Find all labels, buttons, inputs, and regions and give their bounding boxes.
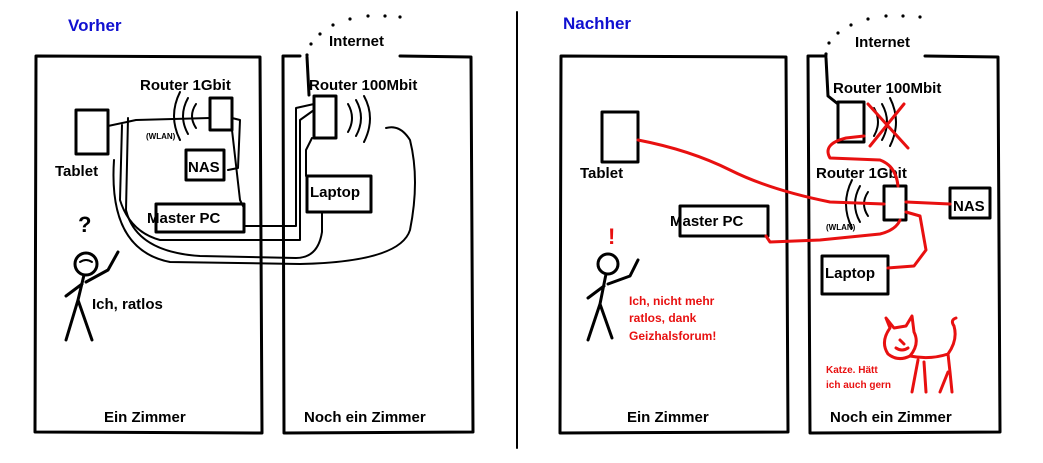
after-cat-line-2: ich auch gern — [826, 380, 891, 391]
after-wifi-crossed-out — [866, 102, 910, 150]
before-internet-label: Internet — [329, 33, 384, 50]
before-wlan-label: (WLAN) — [146, 132, 176, 141]
after-person-line-3: Geizhalsforum! — [629, 329, 716, 343]
before-cable-loop-b — [112, 126, 416, 265]
after-heading: Nachher — [563, 14, 631, 33]
before-cable-pc-router — [243, 103, 315, 227]
after-internet-cable — [824, 56, 840, 106]
after-room-right — [806, 54, 1002, 435]
before-laptop-label: Laptop — [310, 184, 360, 201]
after-wlan-label: (WLAN) — [826, 223, 856, 232]
before-person-label: Ich, ratlos — [92, 296, 163, 313]
before-room-left-label: Ein Zimmer — [104, 409, 186, 426]
after-cable-tablet-router — [636, 138, 886, 206]
after-cable-router-slow-router-fast — [826, 134, 900, 188]
before-cable-loop-c — [125, 117, 323, 259]
before-router-slow — [312, 94, 338, 140]
before-cable-router-nas — [227, 117, 241, 171]
before-router-slow-label: Router 100Mbit — [309, 77, 417, 94]
before-router-fast — [208, 96, 234, 132]
after-router-slow-label: Router 100Mbit — [833, 80, 941, 97]
before-router-slow-wifi-icon — [347, 95, 371, 143]
after-cable-router-laptop — [886, 210, 928, 270]
after-router-slow — [836, 100, 866, 144]
before-cable-tablet-router — [107, 117, 211, 127]
before-heading: Vorher — [68, 16, 122, 35]
after-nas-label: NAS — [953, 198, 985, 215]
before-room-right-label: Noch ein Zimmer — [304, 409, 426, 426]
after-room-left — [558, 54, 790, 435]
after-internet-label: Internet — [855, 34, 910, 51]
after-tablet-label: Tablet — [580, 165, 623, 182]
after-person-figure — [586, 252, 640, 342]
before-cable-router-pc — [231, 129, 245, 209]
before-person-figure — [64, 250, 120, 342]
before-laptop — [305, 174, 373, 214]
before-master-pc — [154, 202, 246, 234]
after-room-right-label: Noch ein Zimmer — [830, 409, 952, 426]
after-laptop — [820, 254, 890, 296]
after-person-line-2: ratlos, dank — [629, 311, 697, 325]
after-cable-router-nas — [904, 200, 952, 206]
after-cat-drawing — [883, 314, 958, 394]
after-internet-dots — [824, 14, 922, 56]
after-master-pc — [678, 204, 770, 238]
after-person-line-1: Ich, nicht mehr — [629, 294, 715, 308]
after-laptop-label: Laptop — [825, 265, 875, 282]
before-router-fast-label: Router 1Gbit — [140, 77, 231, 94]
before-cable-loop-a — [119, 109, 315, 241]
before-cable-router-laptop — [305, 137, 313, 177]
before-tablet — [74, 108, 110, 156]
before-internet-cable — [305, 55, 311, 97]
before-room-right — [281, 54, 475, 435]
after-master-pc-label: Master PC — [670, 213, 744, 230]
before-router-fast-wifi-icon — [173, 91, 197, 141]
after-router-fast — [882, 184, 908, 222]
before-tablet-label: Tablet — [55, 163, 98, 180]
before-question-mark: ? — [78, 212, 91, 237]
before-master-pc-label: Master PC — [147, 210, 221, 227]
after-cat-line-1: Katze. Hätt — [826, 365, 878, 376]
before-room-left — [33, 54, 264, 435]
after-exclamation: ! — [608, 224, 615, 249]
before-nas-label: NAS — [188, 159, 220, 176]
after-room-left-label: Ein Zimmer — [627, 409, 709, 426]
after-cable-router-pc — [764, 218, 902, 244]
after-tablet — [600, 110, 640, 164]
before-nas — [184, 148, 226, 182]
after-router-fast-label: Router 1Gbit — [816, 165, 907, 182]
